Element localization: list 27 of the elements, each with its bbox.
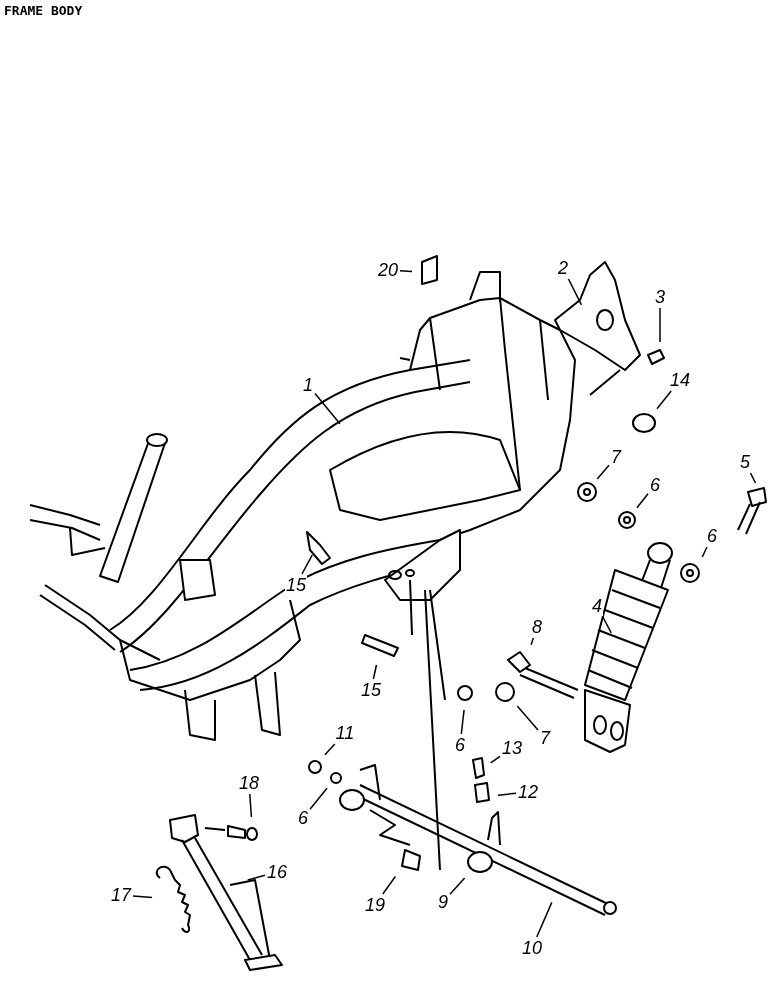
leader-line — [596, 464, 610, 480]
leader-line — [659, 307, 661, 343]
leader-line — [530, 637, 535, 646]
leader-line — [489, 755, 501, 764]
leader-line — [656, 390, 672, 410]
leader-line — [701, 546, 708, 558]
leader-line — [309, 787, 328, 811]
leader-line — [399, 270, 413, 273]
leader-line — [497, 792, 517, 796]
leader-line — [246, 874, 266, 881]
diagram-title: FRAME BODY — [4, 3, 83, 18]
leader-line — [372, 664, 378, 680]
callout-number: 4 — [591, 596, 603, 616]
leader-line — [324, 743, 336, 756]
leader-line — [449, 877, 466, 895]
leader-line — [132, 895, 153, 899]
leader-line — [314, 392, 341, 425]
leader-line — [301, 554, 313, 575]
leader-line — [460, 709, 465, 735]
leader-line — [249, 793, 253, 818]
leader-line — [749, 472, 757, 484]
leader-line — [382, 875, 397, 895]
leader-line — [567, 278, 583, 306]
leader-line — [516, 705, 539, 731]
leader-line — [602, 616, 612, 634]
leader-line — [536, 901, 553, 938]
leader-line — [636, 493, 649, 509]
